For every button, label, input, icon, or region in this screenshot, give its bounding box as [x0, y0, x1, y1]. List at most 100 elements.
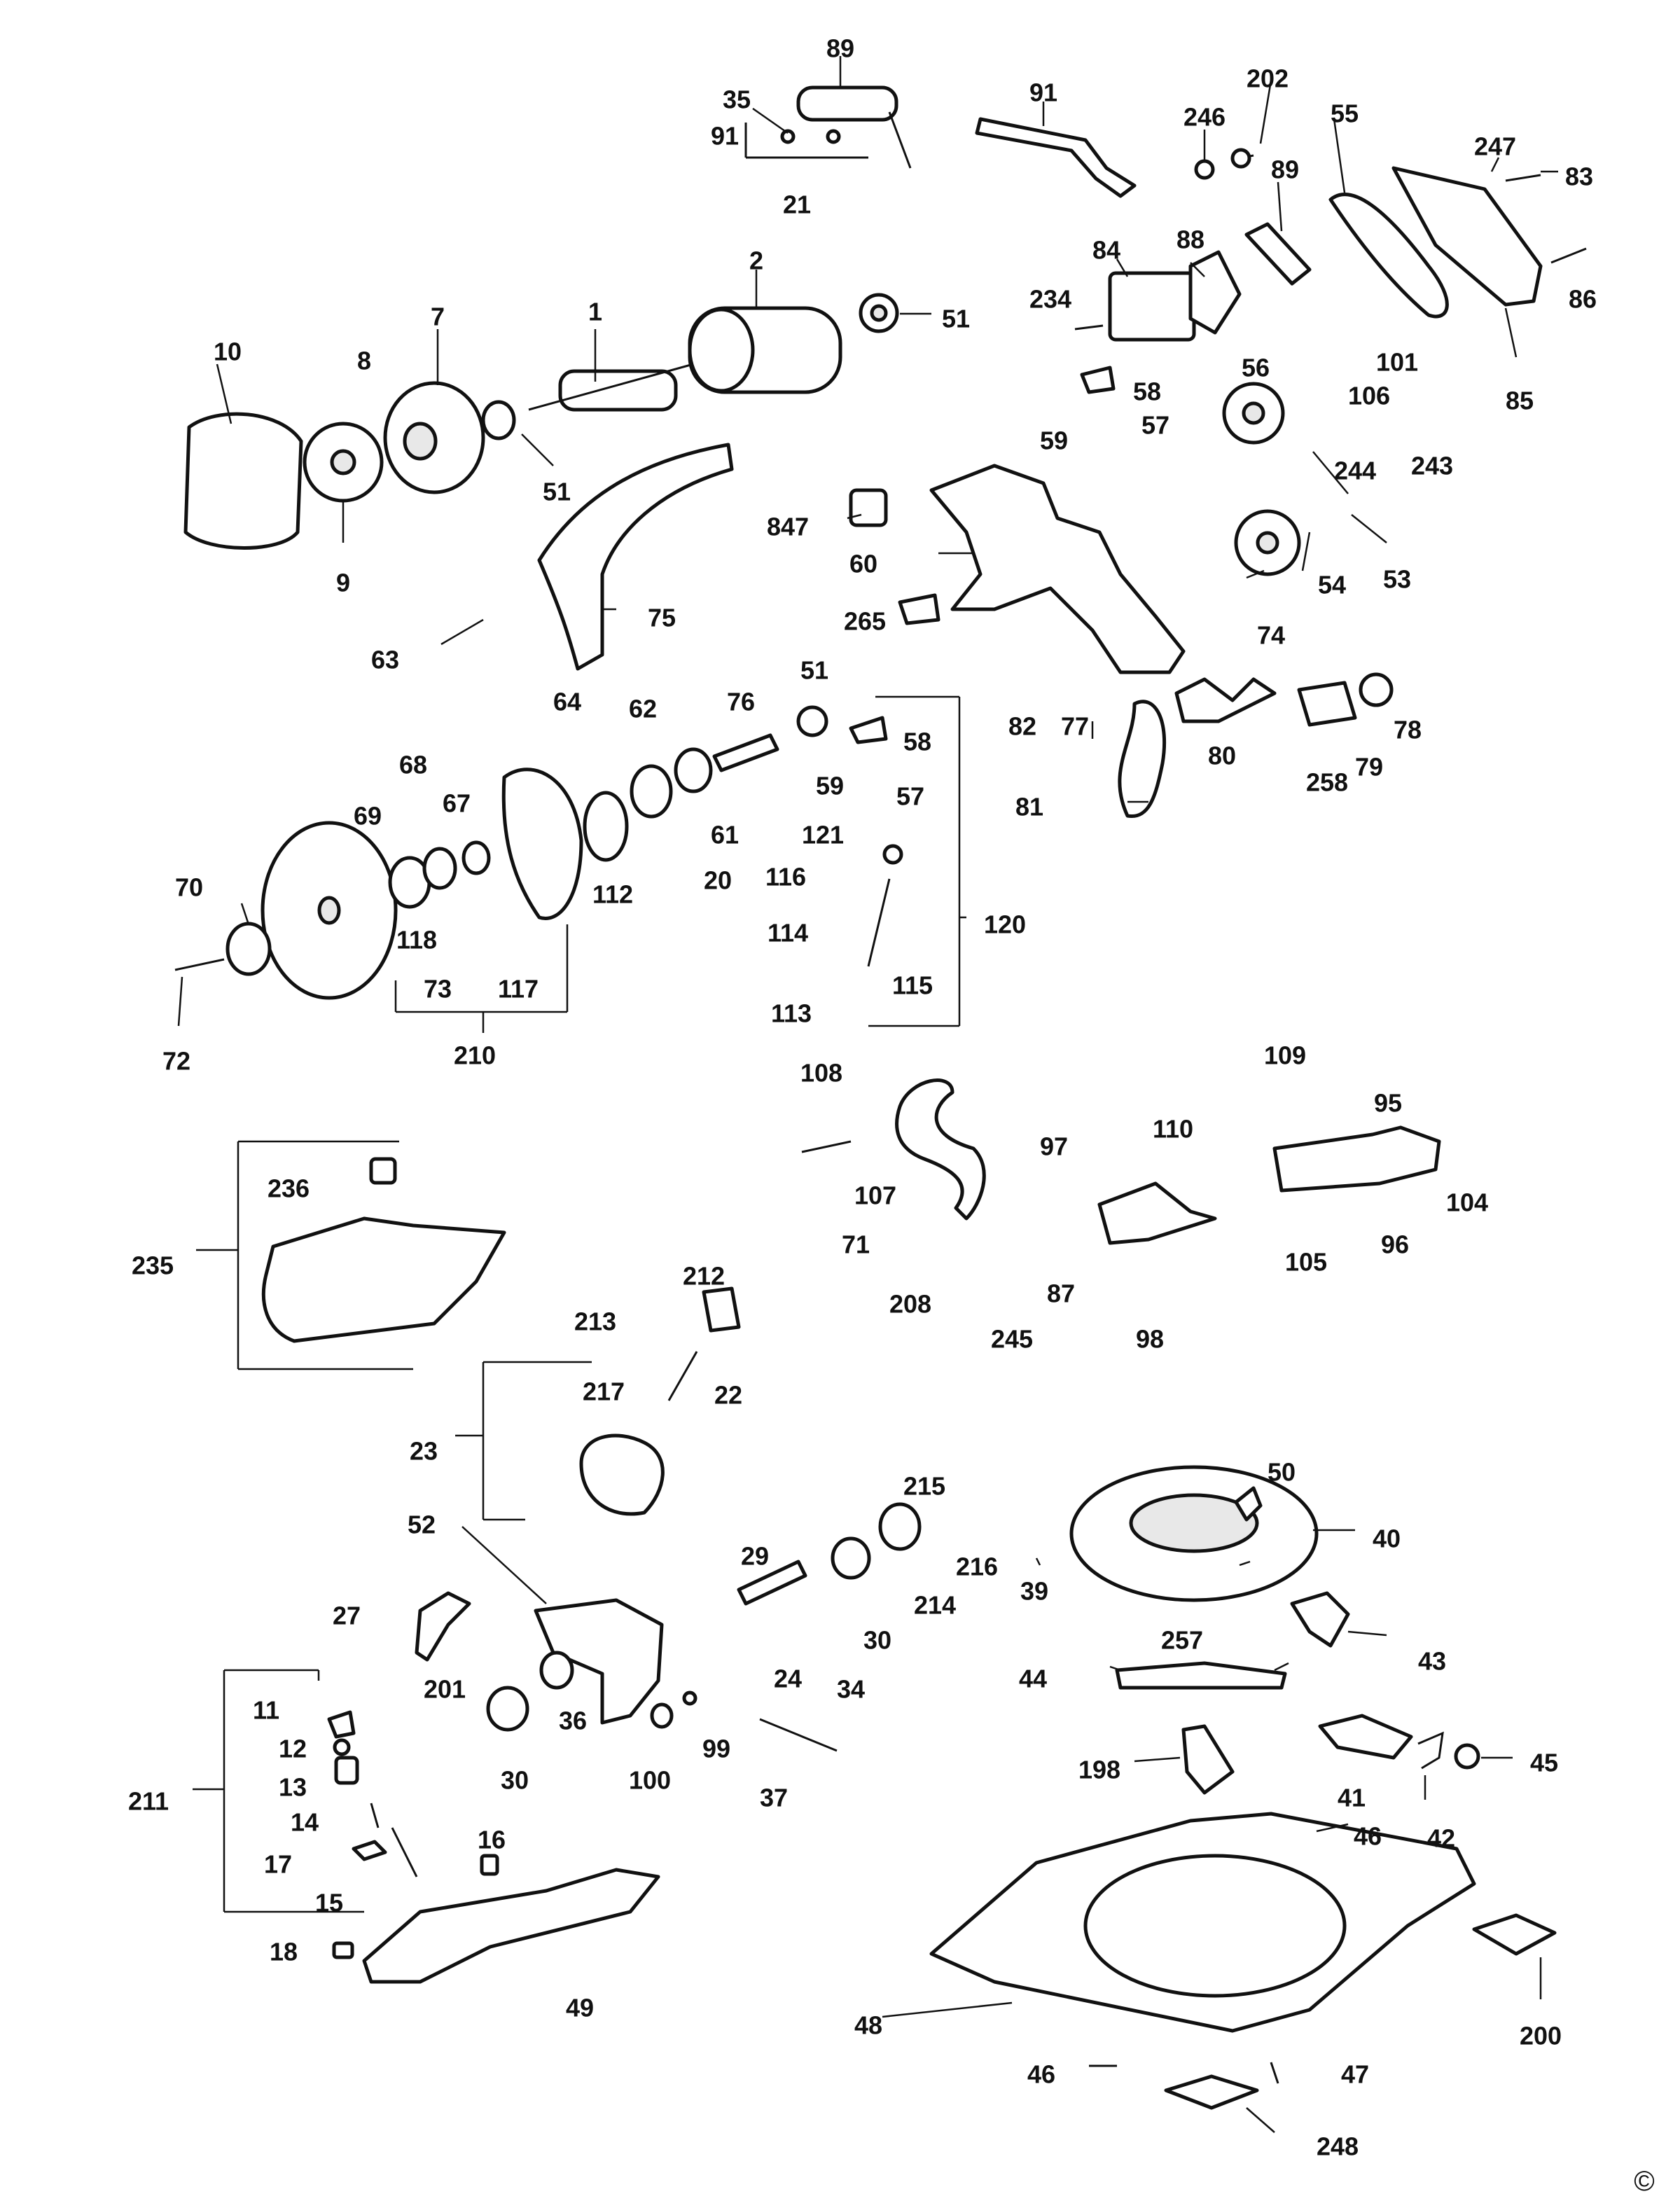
part-label-99: 99: [702, 1735, 730, 1763]
part-label-51b: 51: [543, 478, 571, 506]
part-label-27: 27: [333, 1602, 361, 1630]
part-label-11: 11: [253, 1696, 279, 1725]
part-label-83: 83: [1565, 162, 1593, 191]
part-label-247: 247: [1474, 132, 1516, 161]
part-label-116: 116: [765, 863, 806, 891]
part-label-217: 217: [583, 1377, 625, 1406]
part-label-43: 43: [1418, 1647, 1446, 1676]
part-label-50: 50: [1268, 1458, 1296, 1487]
part-label-86: 86: [1569, 285, 1597, 314]
part-label-21: 21: [783, 190, 811, 219]
part-label-95: 95: [1374, 1089, 1402, 1118]
part-label-63: 63: [371, 646, 399, 674]
part-label-47: 47: [1341, 2060, 1369, 2089]
part-label-89a: 89: [826, 34, 854, 63]
part-label-246: 246: [1183, 103, 1226, 132]
part-label-75: 75: [648, 604, 676, 632]
part-label-109: 109: [1264, 1041, 1306, 1070]
part-label-78: 78: [1394, 716, 1422, 744]
part-label-87: 87: [1047, 1279, 1075, 1308]
part-label-60: 60: [849, 550, 877, 578]
part-label-104: 104: [1446, 1188, 1488, 1217]
part-label-45: 45: [1530, 1749, 1558, 1777]
part-label-96: 96: [1381, 1230, 1409, 1259]
part-label-36: 36: [559, 1707, 587, 1735]
part-label-77: 77: [1061, 712, 1089, 741]
part-label-59a: 59: [1040, 426, 1068, 455]
part-label-57a: 57: [1141, 411, 1169, 440]
part-label-212: 212: [683, 1262, 725, 1291]
part-label-106: 106: [1348, 382, 1390, 410]
part-label-40: 40: [1373, 1525, 1401, 1553]
part-label-115: 115: [892, 971, 933, 1000]
part-label-258: 258: [1306, 768, 1348, 797]
part-label-118: 118: [396, 926, 437, 954]
part-label-18: 18: [270, 1938, 298, 1966]
part-label-30a: 30: [863, 1626, 891, 1655]
leader-lines: [177, 56, 1558, 2133]
part-label-16: 16: [478, 1826, 506, 1854]
part-label-101: 101: [1376, 348, 1418, 377]
part-label-12: 12: [279, 1735, 307, 1763]
part-label-120: 120: [984, 910, 1026, 939]
part-label-243: 243: [1411, 452, 1453, 480]
part-label-29: 29: [741, 1542, 769, 1571]
part-drawings: [174, 85, 1587, 2110]
part-label-201: 201: [424, 1675, 466, 1704]
part-label-58b: 58: [903, 728, 931, 756]
copyright-mark: ©: [1634, 2166, 1654, 2197]
part-label-100: 100: [629, 1766, 671, 1795]
part-label-57b: 57: [896, 782, 924, 811]
part-label-97: 97: [1040, 1132, 1068, 1161]
part-label-198: 198: [1078, 1756, 1120, 1784]
part-label-51c: 51: [800, 656, 828, 685]
part-label-245: 245: [991, 1325, 1033, 1354]
part-label-72: 72: [162, 1047, 190, 1076]
part-label-67: 67: [443, 789, 471, 818]
part-label-10: 10: [214, 338, 242, 366]
part-label-7: 7: [431, 303, 445, 331]
part-label-112: 112: [592, 880, 633, 909]
part-label-24: 24: [774, 1665, 802, 1693]
part-label-14: 14: [291, 1808, 319, 1837]
part-label-22: 22: [714, 1381, 742, 1410]
part-label-23: 23: [410, 1437, 438, 1466]
part-label-114: 114: [768, 919, 808, 947]
part-label-214: 214: [914, 1591, 956, 1620]
part-label-211: 211: [128, 1787, 169, 1816]
part-label-110: 110: [1153, 1115, 1193, 1144]
part-label-208: 208: [889, 1290, 931, 1319]
part-label-71: 71: [842, 1230, 870, 1259]
part-label-69: 69: [354, 802, 382, 831]
part-label-74: 74: [1257, 621, 1285, 650]
part-label-89b: 89: [1271, 155, 1299, 184]
part-label-64: 64: [553, 688, 581, 716]
part-label-81: 81: [1015, 793, 1043, 821]
part-label-15: 15: [315, 1889, 343, 1917]
part-label-61: 61: [711, 821, 739, 849]
part-label-62: 62: [629, 695, 657, 723]
part-label-2: 2: [749, 247, 763, 275]
part-label-68: 68: [399, 751, 427, 779]
part-label-9: 9: [336, 569, 350, 597]
part-label-117: 117: [498, 975, 539, 1004]
part-label-51a: 51: [942, 305, 970, 333]
part-label-54: 54: [1318, 571, 1346, 599]
part-label-88: 88: [1176, 225, 1205, 254]
part-label-113: 113: [771, 999, 812, 1028]
part-label-85: 85: [1506, 387, 1534, 415]
part-label-215: 215: [903, 1472, 945, 1501]
part-label-216: 216: [956, 1553, 998, 1581]
part-label-17: 17: [264, 1850, 292, 1879]
part-label-13: 13: [279, 1773, 307, 1802]
part-label-76: 76: [727, 688, 755, 716]
part-label-53: 53: [1383, 565, 1411, 594]
part-label-37: 37: [760, 1784, 788, 1812]
part-label-213: 213: [574, 1307, 616, 1336]
part-label-55: 55: [1331, 99, 1359, 128]
part-label-41: 41: [1338, 1784, 1366, 1812]
part-label-34: 34: [837, 1675, 865, 1704]
part-label-235: 235: [132, 1251, 174, 1280]
